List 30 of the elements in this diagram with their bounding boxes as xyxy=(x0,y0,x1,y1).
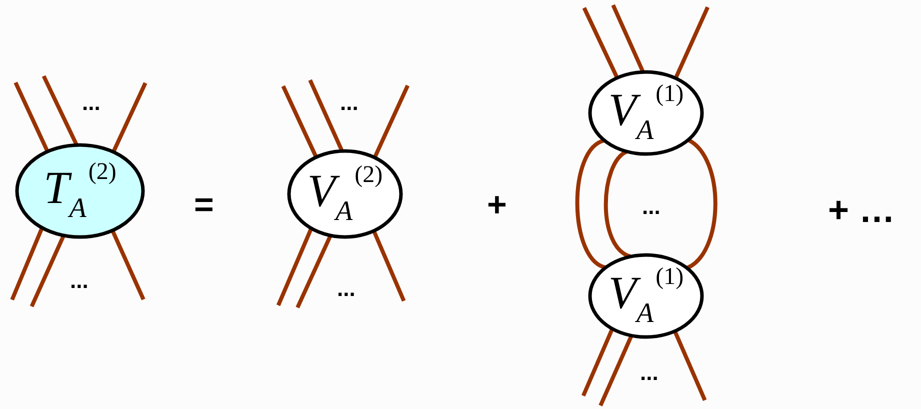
leg-line xyxy=(42,75,78,146)
loop-line xyxy=(575,138,607,270)
leg-line xyxy=(276,228,314,306)
leg-line xyxy=(112,82,148,153)
math-operator: = xyxy=(194,188,214,222)
leg-line xyxy=(372,84,410,158)
leg-line xyxy=(281,85,318,158)
ellipsis: ... xyxy=(340,92,358,114)
leg-line xyxy=(30,234,66,308)
ellipsis: ... xyxy=(82,92,100,114)
leg-line xyxy=(581,328,614,397)
leg-line xyxy=(372,230,406,302)
leg-line xyxy=(674,6,710,80)
loop-line xyxy=(686,138,718,270)
ellipsis: ... xyxy=(642,196,660,218)
leg-line xyxy=(10,226,44,300)
leg-line xyxy=(582,7,619,79)
loop-line xyxy=(604,150,632,258)
leg-line xyxy=(308,79,344,152)
math-operator: + … xyxy=(828,192,896,228)
leg-line xyxy=(110,230,146,300)
leg-line xyxy=(296,234,332,308)
leg-line xyxy=(14,82,50,152)
ellipsis: ... xyxy=(70,270,88,292)
ellipsis: ... xyxy=(640,362,658,384)
leg-line xyxy=(611,4,645,73)
math-operator: + xyxy=(487,188,507,222)
ellipsis: ... xyxy=(337,278,356,300)
leg-line xyxy=(673,330,707,401)
leg-line xyxy=(598,334,634,406)
